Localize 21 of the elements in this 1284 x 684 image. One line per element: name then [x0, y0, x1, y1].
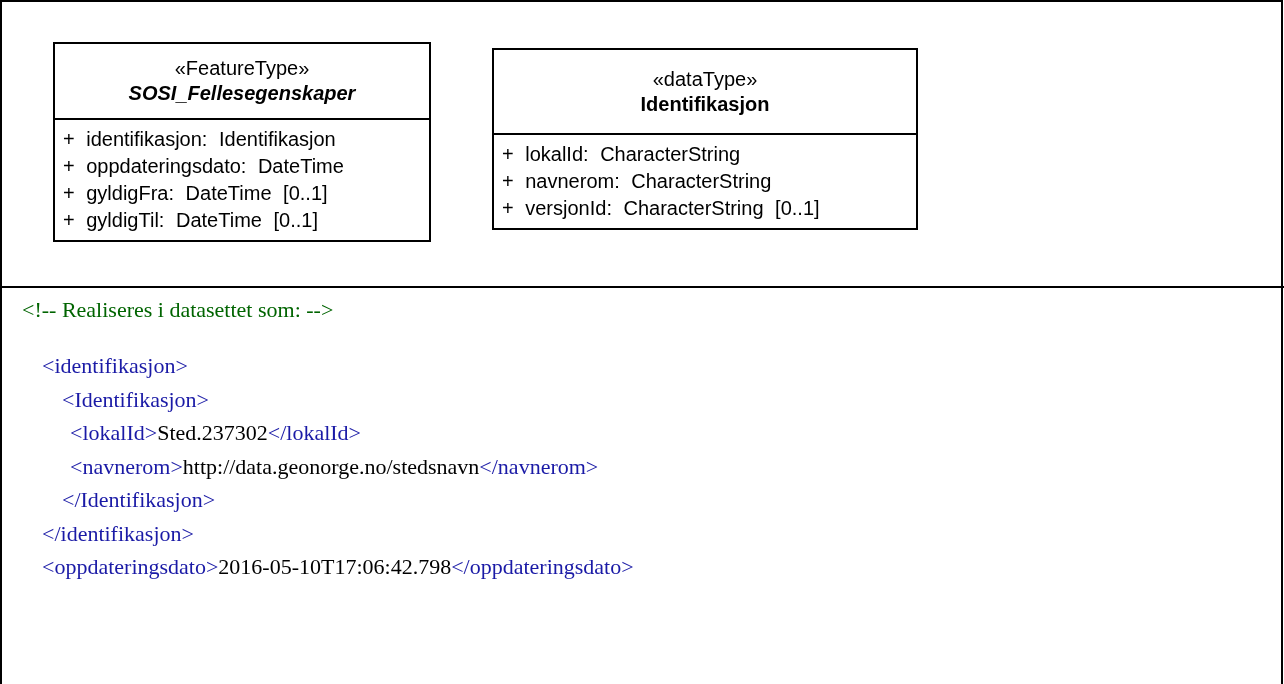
attribute-text: + gyldigTil: DateTime [0..1]: [63, 208, 319, 233]
code-line: </identifikasjon>: [42, 519, 194, 548]
stereotype-label: «dataType»: [652, 66, 758, 92]
class-name: SOSI_Fellesegenskaper: [128, 81, 356, 106]
code-line: <identifikasjon>: [42, 352, 188, 380]
code-comment: <!-- Realiseres i datasettet som: -->: [22, 296, 334, 324]
attribute-text: + gyldigFra: DateTime [0..1]: [63, 181, 329, 206]
code-line: <navnerom>http://data.geonorge.no/stedsnavn</navnerom>: [70, 452, 599, 481]
class-box: [53, 42, 431, 242]
code-line: <Identifikasjon>: [62, 385, 209, 414]
attribute-text: + navnerom: CharacterString: [502, 169, 773, 194]
attribute-text: + oppdateringsdato: DateTime: [63, 154, 345, 179]
class-name: Identifikasjon: [640, 91, 770, 117]
class-box: [492, 48, 918, 230]
stereotype-label: «FeatureType»: [174, 56, 310, 81]
attribute-text: + identifikasjon: Identifikasjon: [63, 127, 337, 152]
code-line: <lokalId>Sted.237302</lokalId>: [70, 419, 361, 447]
code-line: <oppdateringsdato>2016-05-10T17:06:42.798</oppdateringsdato>: [42, 553, 634, 581]
attribute-text: + versjonId: CharacterString [0..1]: [502, 196, 821, 221]
attribute-text: + lokalId: CharacterString: [502, 142, 742, 167]
code-line: </Identifikasjon>: [62, 486, 216, 514]
